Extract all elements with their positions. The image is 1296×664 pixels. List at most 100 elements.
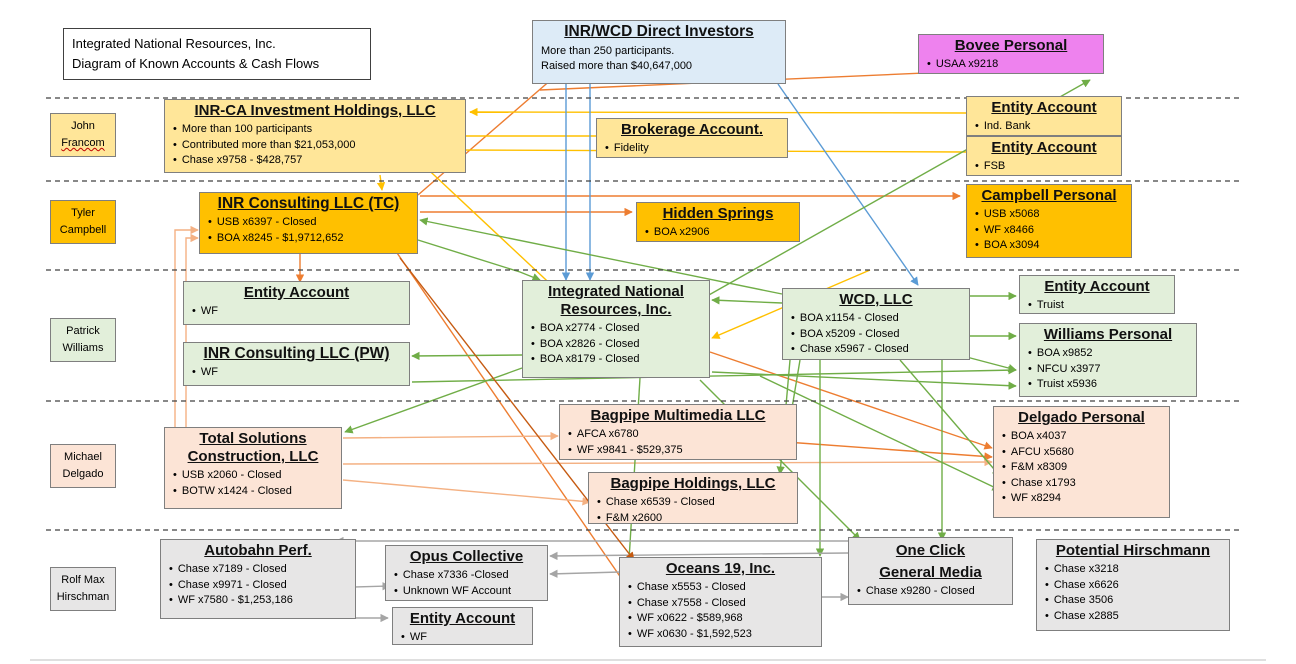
- account-item: BOA x5209 - Closed: [791, 327, 969, 343]
- box-title: Delgado Personal: [1018, 409, 1145, 426]
- account-item: BOA x8179 - Closed: [531, 352, 709, 368]
- account-item: BOA x2826 - Closed: [531, 337, 709, 353]
- account-list: Ind. Bank: [967, 119, 1121, 135]
- account-item: F&M x2600: [597, 511, 797, 527]
- flow-arrow: [549, 551, 849, 561]
- account-item: Chase x9758 - $428,757: [173, 153, 465, 169]
- account-item: WF x8294: [1002, 491, 1169, 507]
- entity-account-wf-box: Entity Account WF: [183, 281, 410, 325]
- account-item: Truist x5936: [1028, 377, 1196, 393]
- box-title: Potential Hirschmann: [1055, 542, 1211, 559]
- box-title: Entity Account: [243, 284, 350, 301]
- investors-line2: Raised more than $40,647,000: [541, 60, 693, 72]
- box-title: One Click General Media: [849, 538, 1012, 584]
- autobahn-perf-box: Autobahn Perf. Chase x7189 - Closed Chas…: [160, 539, 356, 619]
- box-title: WCD, LLC: [839, 291, 913, 308]
- inr-consulting-pw-box: INR Consulting LLC (PW) WF: [183, 342, 410, 386]
- account-item: USB x2060 - Closed: [173, 468, 341, 484]
- account-item: Fidelity: [605, 141, 787, 157]
- flow-arrow: [777, 83, 919, 286]
- account-item: NFCU x3977: [1028, 362, 1196, 378]
- account-list: BOA x2774 - Closed BOA x2826 - Closed BO…: [523, 321, 709, 368]
- flow-arrow: [711, 296, 783, 305]
- wcd-llc-box: WCD, LLC BOA x1154 - Closed BOA x5209 - …: [782, 288, 970, 360]
- title-line2: Construction, LLC: [187, 448, 319, 465]
- flow-arrow: [417, 239, 541, 282]
- flow-arrow: [411, 365, 1017, 383]
- title-line2: Resources, Inc.: [560, 301, 672, 318]
- title-line1: One Click: [895, 542, 966, 559]
- account-item: WF: [192, 365, 409, 381]
- box-title: INR-CA Investment Holdings, LLC: [194, 102, 436, 119]
- brokerage-account-box: Brokerage Account. Fidelity: [596, 118, 788, 158]
- account-item: More than 100 participants: [173, 122, 465, 138]
- account-list: BOA x1154 - Closed BOA x5209 - Closed Ch…: [783, 311, 969, 358]
- account-item: Ind. Bank: [975, 119, 1121, 135]
- title-line2: General Media: [879, 564, 982, 581]
- account-item: F&M x8309: [1002, 460, 1169, 476]
- box-title: Opus Collective: [409, 548, 524, 565]
- box-title: INR/WCD Direct Investors: [564, 23, 754, 40]
- box-title: Total Solutions Construction, LLC: [165, 428, 341, 466]
- total-solutions-construction-box: Total Solutions Construction, LLC USB x2…: [164, 427, 342, 509]
- account-item: Unknown WF Account: [394, 584, 547, 600]
- account-item: BOA x8245 - $1,9712,652: [208, 231, 417, 247]
- one-click-general-media-box: One Click General Media Chase x9280 - Cl…: [848, 537, 1013, 605]
- box-title: Brokerage Account.: [621, 121, 763, 138]
- account-item: Chase x7189 - Closed: [169, 562, 355, 578]
- account-list: Fidelity: [597, 141, 787, 157]
- box-title: INR Consulting LLC (TC): [217, 195, 400, 212]
- account-list: WF: [184, 304, 409, 320]
- box-title: Williams Personal: [1043, 326, 1173, 343]
- account-item: Chase x6539 - Closed: [597, 495, 797, 511]
- account-item: Contributed more than $21,053,000: [173, 138, 465, 154]
- potential-hirschmann-box: Potential Hirschmann Chase x3218 Chase x…: [1036, 539, 1230, 631]
- header-line2: Diagram of Known Accounts & Cash Flows: [72, 56, 320, 71]
- oceans-19-box: Oceans 19, Inc. Chase x5553 - Closed Cha…: [619, 557, 822, 647]
- flow-arrow: [899, 359, 1001, 477]
- account-list: Chase x3218 Chase x6626 Chase 3506 Chase…: [1037, 562, 1229, 624]
- account-list: USAA x9218: [919, 57, 1103, 73]
- box-title: Entity Account: [991, 99, 1097, 116]
- box-title: Integrated National Resources, Inc.: [523, 281, 709, 319]
- delgado-personal-box: Delgado Personal BOA x4037 AFCU x5680 F&…: [993, 406, 1170, 518]
- person-last: Campbell: [59, 224, 107, 236]
- account-item: AFCU x5680: [1002, 445, 1169, 461]
- flow-arrow: [342, 479, 591, 506]
- box-title: Bagpipe Holdings, LLC: [610, 475, 776, 492]
- entity-account-ind-bank-box: Entity Account Ind. Bank: [966, 96, 1122, 136]
- account-item: BOA x2774 - Closed: [531, 321, 709, 337]
- box-title: Campbell Personal: [981, 187, 1117, 204]
- account-list: Chase x7189 - Closed Chase x9971 - Close…: [161, 562, 355, 609]
- integrated-national-resources-box: Integrated National Resources, Inc. BOA …: [522, 280, 710, 378]
- bagpipe-multimedia-box: Bagpipe Multimedia LLC AFCA x6780 WF x98…: [559, 404, 797, 460]
- box-title: Oceans 19, Inc.: [665, 560, 776, 577]
- account-item: WF x8466: [975, 223, 1131, 239]
- flow-arrow: [342, 431, 559, 441]
- box-title: Bovee Personal: [954, 37, 1068, 54]
- account-item: BOA x3094: [975, 238, 1131, 254]
- box-title: Entity Account: [409, 610, 516, 627]
- account-item: Chase x3218: [1045, 562, 1229, 578]
- header-line1: Integrated National Resources, Inc.: [72, 36, 276, 51]
- bagpipe-holdings-box: Bagpipe Holdings, LLC Chase x6539 - Clos…: [588, 472, 798, 524]
- flow-arrow: [711, 371, 1017, 390]
- account-list: FSB: [967, 159, 1121, 175]
- account-list: WF: [393, 630, 532, 646]
- account-item: Chase x5967 - Closed: [791, 342, 969, 358]
- person-first: Tyler: [71, 207, 95, 219]
- person-first: Patrick: [66, 325, 100, 337]
- opus-collective-box: Opus Collective Chase x7336 -Closed Unkn…: [385, 545, 548, 601]
- account-list: USB x5068 WF x8466 BOA x3094: [967, 207, 1131, 254]
- account-list: Chase x6539 - Closed F&M x2600: [589, 495, 797, 526]
- account-item: WF: [401, 630, 532, 646]
- account-list: BOA x4037 AFCU x5680 F&M x8309 Chase x17…: [994, 429, 1169, 507]
- investors-line1: More than 250 participants.: [541, 45, 675, 57]
- box-title: INR Consulting LLC (PW): [203, 345, 390, 362]
- flow-arrow: [417, 159, 561, 294]
- account-item: BOTW x1424 - Closed: [173, 484, 341, 500]
- account-item: WF x0630 - $1,592,523: [628, 627, 821, 643]
- account-item: BOA x1154 - Closed: [791, 311, 969, 327]
